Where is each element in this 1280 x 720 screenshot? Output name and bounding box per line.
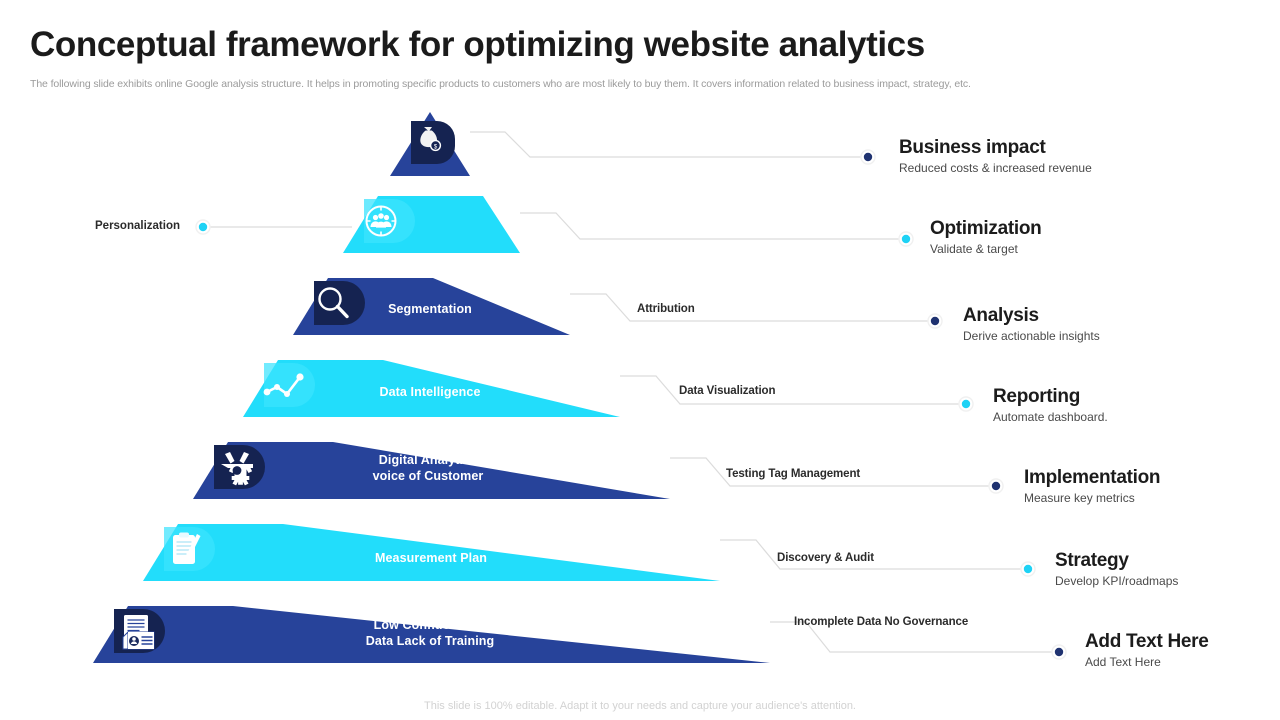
right-label-subtitle: Add Text Here bbox=[1085, 654, 1161, 669]
mid-caption-data-visualization: Data Visualization bbox=[679, 385, 776, 397]
pyramid-tier-1[interactable]: $ bbox=[390, 112, 470, 176]
pyramid-tier-3[interactable] bbox=[293, 278, 570, 335]
page-subtitle: The following slide exhibits online Goog… bbox=[30, 78, 971, 90]
mid-caption-testing-tag-management: Testing Tag Management bbox=[726, 468, 861, 480]
connector-line-5 bbox=[670, 457, 992, 487]
pyramid-tier-2[interactable] bbox=[343, 196, 520, 253]
dot-4 bbox=[961, 399, 971, 409]
pyramid-tier-5[interactable] bbox=[193, 442, 670, 499]
dot-5 bbox=[991, 481, 1001, 491]
left-caption-personalization[interactable]: Personalization bbox=[95, 220, 180, 232]
dot-2 bbox=[901, 234, 911, 244]
tier-2-icon-badge bbox=[364, 199, 415, 243]
right-label-add-text-here[interactable]: Add Text Here Add Text Here bbox=[1085, 632, 1209, 669]
right-label-title: Reporting bbox=[993, 386, 1081, 407]
dot-3 bbox=[930, 316, 940, 326]
connector-dots[interactable] bbox=[195, 149, 1067, 660]
mid-caption-incomplete-data: Incomplete Data No Governance bbox=[794, 616, 969, 628]
right-label-title: Add Text Here bbox=[1085, 631, 1209, 652]
tier-3-shape bbox=[293, 278, 570, 335]
tier-label-digital-analytics: Digital Analytics voice of Customer bbox=[372, 453, 484, 483]
right-label-reporting[interactable]: Reporting Automate dashboard. bbox=[993, 387, 1108, 424]
connector-lines bbox=[206, 131, 1055, 653]
right-label-subtitle: Measure key metrics bbox=[1024, 490, 1135, 505]
dot-6 bbox=[1023, 564, 1033, 574]
tier-4-icon-badge bbox=[264, 363, 315, 407]
gear-wrench-icon bbox=[221, 452, 253, 486]
documents-icon bbox=[122, 615, 155, 650]
tier-label-data-intelligence: Data Intelligence bbox=[379, 385, 481, 399]
right-label-title: Implementation bbox=[1024, 467, 1161, 488]
line-chart-icon bbox=[263, 373, 304, 397]
right-label-title: Analysis bbox=[963, 305, 1039, 326]
dot-left bbox=[198, 222, 208, 232]
right-label-subtitle: Validate & target bbox=[930, 241, 1018, 256]
audience-group-icon bbox=[365, 205, 397, 237]
tier-label-segmentation: Segmentation bbox=[388, 302, 472, 316]
footer-note: This slide is 100% editable. Adapt it to… bbox=[424, 700, 856, 712]
tier-4-shape bbox=[243, 360, 620, 417]
right-label-title: Business impact bbox=[899, 137, 1046, 158]
right-label-title: Strategy bbox=[1055, 550, 1129, 571]
dot-1 bbox=[863, 152, 873, 162]
tier-label-measurement-plan: Measurement Plan bbox=[374, 551, 488, 565]
right-label-analysis[interactable]: Analysis Derive actionable insights bbox=[963, 306, 1100, 343]
mid-caption-attribution: Attribution bbox=[637, 303, 695, 315]
right-label-subtitle: Reduced costs & increased revenue bbox=[899, 160, 1092, 175]
right-label-business-impact[interactable]: Business impact Reduced costs & increase… bbox=[899, 138, 1092, 175]
tier-label-low-confidence: Low Confidence in Data Lack of Training bbox=[365, 618, 495, 648]
magnifier-icon bbox=[318, 287, 349, 319]
clipboard-pen-icon bbox=[173, 532, 201, 564]
right-label-strategy[interactable]: Strategy Develop KPI/roadmaps bbox=[1055, 551, 1178, 588]
tier-5-shape bbox=[193, 442, 670, 499]
tier-7-shape bbox=[93, 606, 770, 663]
connector-line-2 bbox=[520, 212, 901, 240]
connector-line-4 bbox=[620, 375, 962, 405]
pyramid-tier-6[interactable] bbox=[143, 524, 720, 581]
svg-text:$: $ bbox=[434, 144, 438, 150]
pyramid-tier-7[interactable] bbox=[93, 606, 770, 663]
right-label-subtitle: Derive actionable insights bbox=[963, 328, 1100, 343]
money-bag-icon: $ bbox=[420, 127, 442, 152]
mid-caption-discovery-audit: Discovery & Audit bbox=[777, 552, 874, 564]
right-label-implementation[interactable]: Implementation Measure key metrics bbox=[1024, 467, 1161, 505]
page-title: Conceptual framework for optimizing webs… bbox=[30, 25, 925, 64]
connector-line-3 bbox=[570, 293, 931, 322]
right-label-optimization[interactable]: Optimization Validate & target bbox=[930, 218, 1042, 256]
connector-line-1 bbox=[470, 131, 862, 158]
right-label-subtitle: Develop KPI/roadmaps bbox=[1055, 573, 1179, 588]
tier-6-shape bbox=[143, 524, 720, 581]
connector-line-7 bbox=[770, 621, 1055, 653]
dot-7 bbox=[1054, 647, 1064, 657]
pyramid-tier-4[interactable] bbox=[243, 360, 620, 417]
right-label-subtitle: Automate dashboard. bbox=[993, 409, 1108, 424]
right-label-title: Optimization bbox=[930, 218, 1042, 239]
connector-line-6 bbox=[720, 539, 1024, 570]
